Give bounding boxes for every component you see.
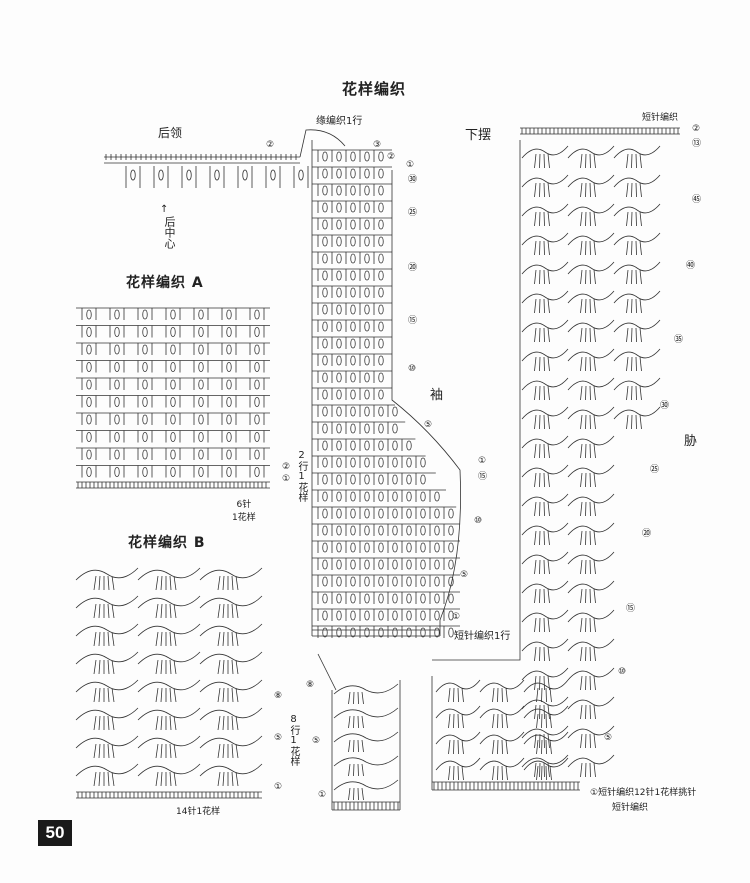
row-mark-neck-3: ③ — [373, 140, 382, 150]
row-mark-a-2: ② — [282, 462, 291, 472]
pattern-b-stitch-repeat: 14针1花样 — [176, 807, 221, 817]
side-strip-chart — [317, 653, 401, 811]
row-mark-sleeve-50: ㉚ — [408, 175, 418, 185]
row-mark-body-45: ㊺ — [692, 195, 702, 205]
body-chart — [432, 127, 680, 778]
row-mark-body-10: ⑩ — [618, 667, 627, 677]
pattern-a-row-repeat: 2行1花样 — [296, 450, 307, 502]
page-number: 50 — [38, 820, 72, 846]
row-mark-body-20: ⑳ — [642, 529, 652, 539]
row-mark-body-5: ⑤ — [604, 733, 613, 743]
row-mark-sleeve-40: ⑳ — [408, 263, 418, 273]
row-mark-sleeve-20: ⑮ — [478, 472, 488, 482]
row-mark-sleeve-2: ② — [387, 152, 396, 162]
sleeve-label: 袖 — [430, 388, 444, 403]
bottom-note-2: 短针编织 — [612, 803, 649, 813]
back-center-label: 后中心 — [163, 216, 176, 249]
row-mark-strip-8: ⑧ — [306, 680, 315, 690]
row-mark-neck-2: ② — [266, 140, 275, 150]
row-mark-body-30: ㉚ — [660, 401, 670, 411]
hem-label: 下摆 — [465, 128, 492, 143]
row-mark-b-1: ① — [274, 782, 283, 792]
row-mark-b-5: ⑤ — [274, 733, 283, 743]
center-arrow-icon: ↑ — [160, 204, 169, 215]
pattern-a-chart — [76, 307, 270, 489]
sleeve-bottom-note: 短针编织1行 — [454, 631, 511, 642]
row-mark-body-25: ㉕ — [650, 465, 660, 475]
pattern-a-title: 花样编织 A — [126, 275, 204, 291]
row-mark-sleeve-5: ⑤ — [460, 570, 469, 580]
row-mark-b-8: ⑧ — [274, 691, 283, 701]
bottom-note-1: ①短针编织12针1花样挑针 — [590, 788, 697, 798]
edging-label: 缘编织1行 — [316, 116, 363, 127]
row-mark-sleeve-35: ⑮ — [408, 316, 418, 326]
row-mark-sleeve-25: ⑤ — [424, 420, 433, 430]
pattern-b-row-repeat: 8行1花样 — [288, 714, 299, 766]
row-mark-sleeve-1: ① — [406, 160, 415, 170]
row-mark-sleeve-21: ① — [478, 456, 487, 466]
row-mark-body-15: ⑮ — [626, 604, 636, 614]
page-title: 花样编织 — [342, 80, 407, 98]
row-mark-a-1: ① — [282, 474, 291, 484]
row-mark-sleeve-10: ⑩ — [474, 516, 483, 526]
pattern-b-title: 花样编织 B — [128, 535, 206, 551]
neck-chart — [104, 129, 346, 188]
lower-body-chart — [431, 676, 580, 791]
row-mark-strip-1: ① — [318, 790, 327, 800]
row-mark-body-40: ㊵ — [686, 261, 696, 271]
row-mark-body-35: ㉟ — [674, 335, 684, 345]
row-mark-body-2: ② — [692, 124, 701, 134]
row-mark-sleeve-1b: ① — [452, 612, 461, 622]
row-mark-body-top: ⑬ — [692, 139, 702, 149]
hem-note: 短针编织 — [642, 113, 679, 123]
side-label: 胁 — [684, 434, 698, 449]
row-mark-sleeve-30: ⑩ — [408, 364, 417, 374]
sleeve-chart — [311, 140, 461, 638]
back-neck-label: 后领 — [158, 126, 183, 140]
pattern-a-stitch-repeat: 6针 1花样 — [232, 500, 256, 523]
row-mark-sleeve-45: ㉕ — [408, 208, 418, 218]
pattern-b-chart — [75, 567, 263, 799]
row-mark-strip-5: ⑤ — [312, 736, 321, 746]
